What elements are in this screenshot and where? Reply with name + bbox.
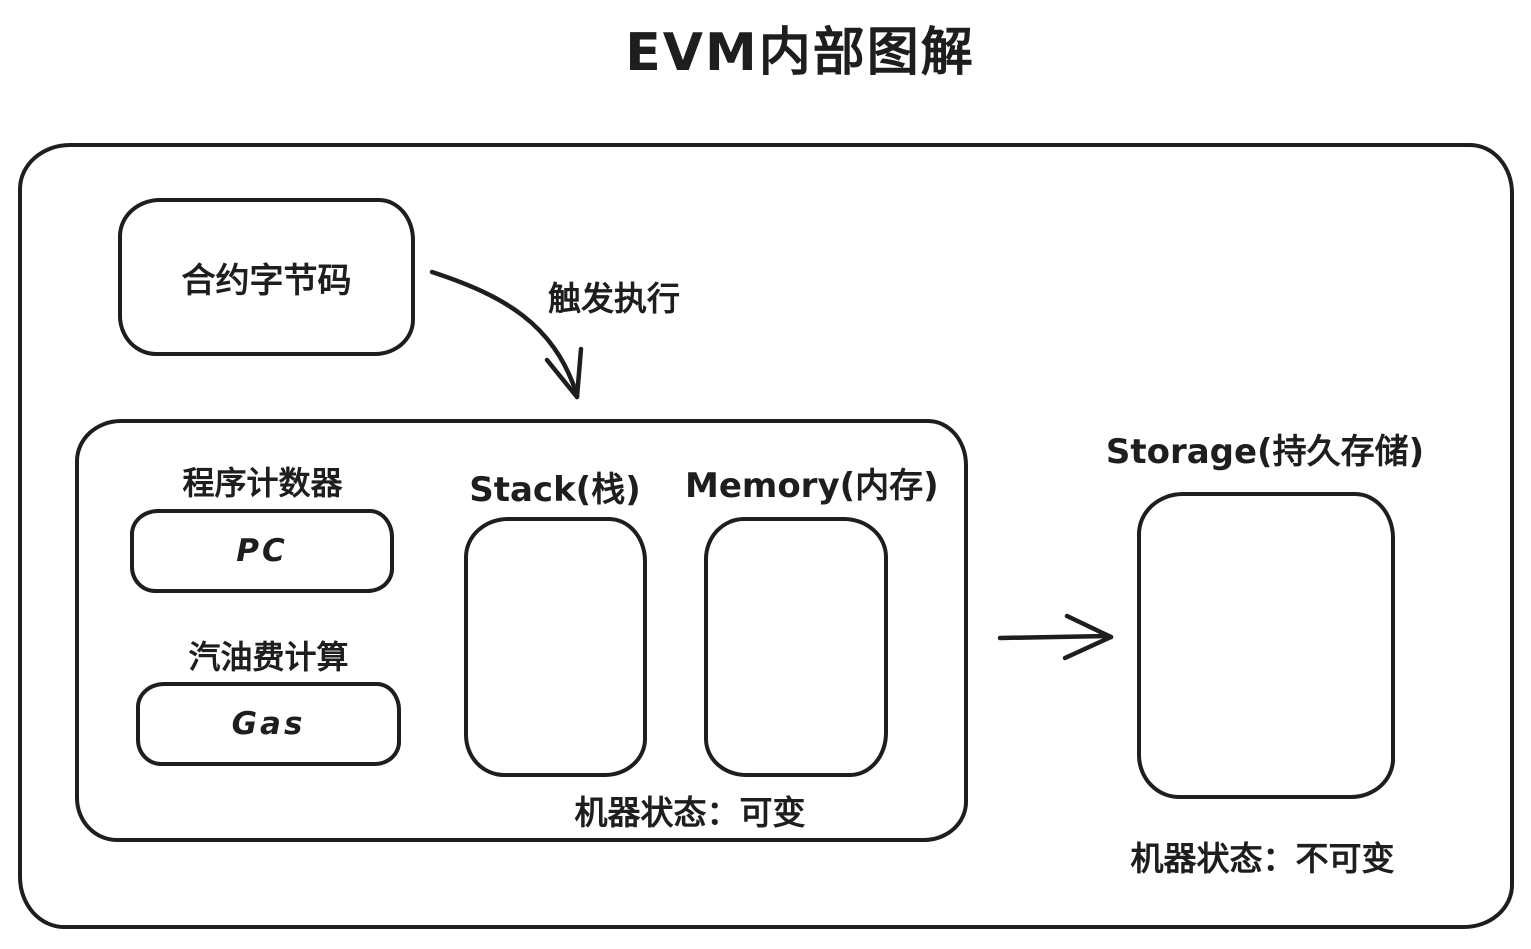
gas-value: Gas: [231, 706, 306, 742]
evm-outer-box: [18, 143, 1514, 929]
storage-box: [1137, 492, 1395, 799]
gas-fee-label: 汽油费计算: [188, 638, 349, 676]
memory-label: Memory(内存): [685, 466, 939, 506]
machine-state-mutable-note: 机器状态：可变: [574, 793, 806, 832]
pc-box: PC: [130, 509, 394, 593]
machine-state-immutable-note: 机器状态：不可变: [1130, 839, 1395, 878]
trigger-execution-label: 触发执行: [548, 279, 680, 318]
memory-box: [704, 517, 888, 777]
diagram-title: EVM内部图解: [625, 23, 975, 83]
stack-box: [464, 517, 647, 777]
pc-value: PC: [236, 533, 288, 569]
gas-box: Gas: [136, 682, 401, 766]
evm-machine-box: [75, 419, 968, 842]
storage-label: Storage(持久存储): [1105, 432, 1425, 472]
contract-bytecode-label: 合约字节码: [181, 260, 352, 301]
program-counter-label: 程序计数器: [182, 464, 343, 502]
stack-label: Stack(栈): [469, 470, 641, 510]
contract-bytecode-box: 合约字节码: [118, 198, 415, 356]
